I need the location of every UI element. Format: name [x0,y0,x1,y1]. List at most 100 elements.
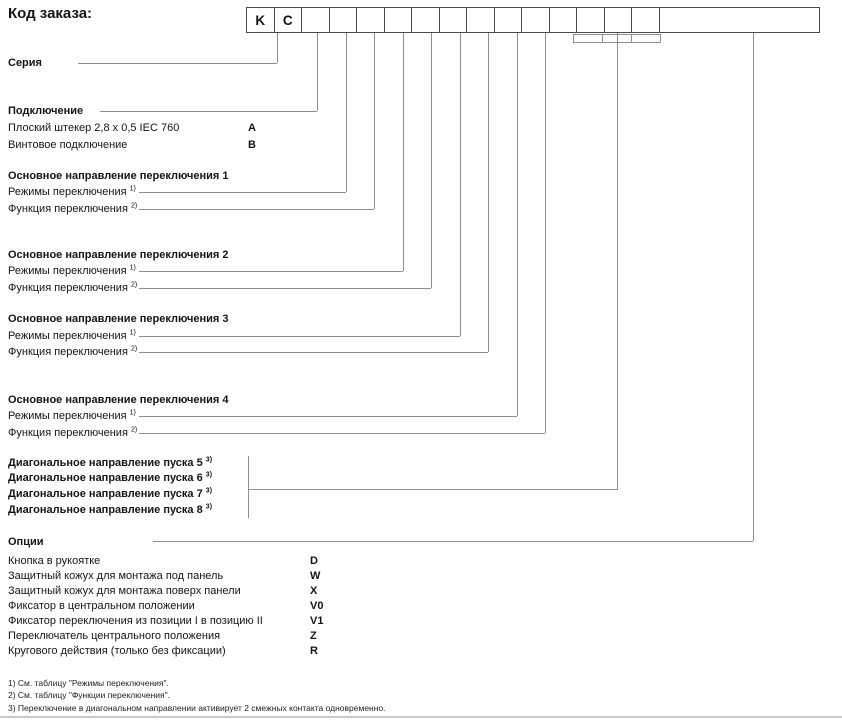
group-4-function-label: Функция переключения 2) [8,426,137,440]
series-line-v [277,33,278,63]
code-cell [576,7,605,33]
option-code-r: R [310,645,318,657]
group-1-function-label: Функция переключения 2) [8,202,137,216]
footnote-ref-1: 1) [129,329,136,337]
option-item-circular: Кругового действия (только без фиксации) [8,645,226,657]
group-1-function-text: Функция переключения [8,203,128,215]
code-cell [521,7,550,33]
option-item-cover-under: Защитный кожух для монтажа под панель [8,570,224,582]
footnote-1: 1) См. таблицу "Режимы переключения". [8,678,169,688]
diagonal-bracket-bar [248,456,249,518]
connection-code-b: B [248,139,256,151]
group-2-modes-label: Режимы переключения 1) [8,264,136,278]
footnote-ref-2: 2) [130,281,138,289]
page-bottom-edge [0,716,842,718]
group2-modes-line-h [139,271,403,272]
option-code-x: X [310,585,318,597]
group2-function-line-v [431,33,432,288]
group-3-title: Основное направление переключения 3 [8,313,229,325]
footnote-ref-2: 2) [130,345,138,353]
group-4-modes-label: Режимы переключения 1) [8,409,136,423]
footnote-ref-3: 3) [205,471,213,479]
footnote-ref-3: 3) [205,503,213,511]
group-4-title: Основное направление переключения 4 [8,394,229,406]
diagonal-text-7: Диагональное направление пуска 7 [8,488,203,500]
order-code-boxes: K C [246,7,820,33]
diagonal-line-v [617,33,618,489]
footnote-ref-3: 3) [205,456,213,464]
code-cell [301,7,330,33]
diagonal-text-5: Диагональное направление пуска 5 [8,457,203,469]
diagonal-label-6: Диагональное направление пуска 6 3) [8,471,212,485]
connection-item-flat-plug: Плоский штекер 2,8 x 0,5 IEC 760 [8,122,180,134]
group3-modes-line-h [139,336,460,337]
series-line-h [78,63,277,64]
code-cell [466,7,495,33]
group2-function-line-h [139,288,431,289]
group4-function-line-v [545,33,546,433]
diagonal-label-5: Диагональное направление пуска 5 3) [8,456,212,470]
group-2-modes-text: Режимы переключения [8,265,127,277]
group-1-modes-text: Режимы переключения [8,186,127,198]
options-line-h [153,541,753,542]
code-cell [328,7,357,33]
group-3-modes-label: Режимы переключения 1) [8,329,136,343]
footnote-2: 2) См. таблицу "Функции переключения". [8,690,171,700]
group1-modes-line-h [139,192,346,193]
option-code-d: D [310,555,318,567]
group-3-function-text: Функция переключения [8,346,128,358]
code-cell-series-2: C [273,7,302,33]
group4-function-line-h [139,433,545,434]
footnote-ref-2: 2) [130,426,138,434]
group4-modes-line-v [517,33,518,416]
group3-function-line-h [139,352,488,353]
option-item-button: Кнопка в рукоятке [8,555,101,567]
connection-line-v [317,33,318,111]
group-3-modes-text: Режимы переключения [8,330,127,342]
group-3-function-label: Функция переключения 2) [8,345,137,359]
connection-label: Подключение [8,105,84,117]
diagonal-positions-bracket [573,34,661,43]
diagonal-text-6: Диагональное направление пуска 6 [8,472,203,484]
footnote-ref-1: 1) [129,185,136,193]
diagonal-label-8: Диагональное направление пуска 8 3) [8,503,212,517]
group3-function-line-v [488,33,489,352]
footnote-ref-2: 2) [130,202,138,210]
code-cell [438,7,467,33]
connection-code-a: A [248,122,256,134]
footnote-ref-1: 1) [129,409,136,417]
group-2-title: Основное направление переключения 2 [8,249,229,261]
option-code-w: W [310,570,321,582]
group1-function-line-v [374,33,375,209]
group1-function-line-h [139,209,374,210]
group-2-function-label: Функция переключения 2) [8,281,137,295]
diagonal-position-cell [573,34,603,43]
code-cell [383,7,412,33]
series-label: Серия [8,57,42,69]
diagonal-text-8: Диагональное направление пуска 8 [8,504,203,516]
connection-line-h [100,111,317,112]
code-cell-series-1: K [246,7,275,33]
group4-modes-line-h [139,416,517,417]
group1-modes-line-v [346,33,347,192]
diagonal-position-cell [602,34,632,43]
option-item-cover-over: Защитный кожух для монтажа поверх панели [8,585,241,597]
code-cell [411,7,440,33]
group-4-function-text: Функция переключения [8,427,128,439]
option-item-center-lock: Фиксатор в центральном положении [8,600,195,612]
group-2-function-text: Функция переключения [8,282,128,294]
option-code-z: Z [310,630,317,642]
footnote-ref-3: 3) [205,487,213,495]
diagonal-position-cell [631,34,661,43]
option-code-v0: V0 [310,600,324,612]
diagonal-label-7: Диагональное направление пуска 7 3) [8,487,212,501]
group3-modes-line-v [460,33,461,336]
option-item-lock-i-ii: Фиксатор переключения из позиции I в поз… [8,615,263,627]
group-4-modes-text: Режимы переключения [8,410,127,422]
code-cell [548,7,577,33]
group-1-title: Основное направление переключения 1 [8,170,229,182]
page-title: Код заказа: [8,5,93,22]
code-cell [631,7,660,33]
diagonal-line-h [248,489,618,490]
